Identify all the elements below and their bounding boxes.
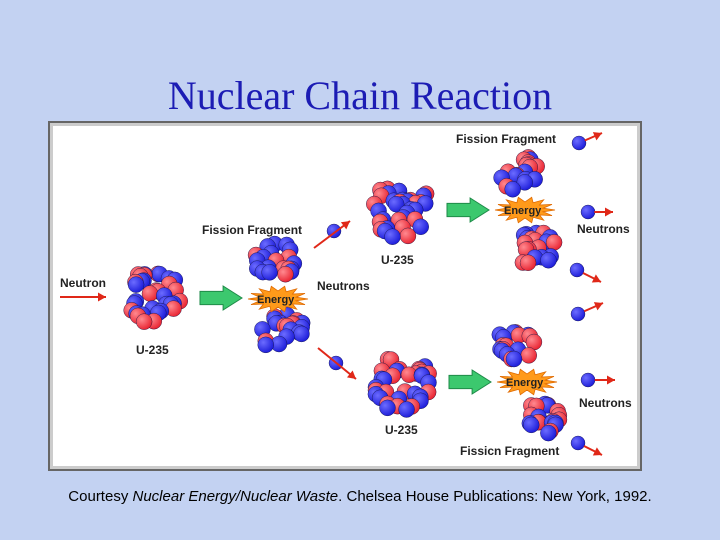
label-energy-mid: Energy [257,294,295,306]
source-caption: Courtesy Nuclear Energy/Nuclear Waste. C… [0,488,720,505]
label-neutron-incoming: Neutron [60,276,106,290]
label-neutrons-mid: Neutrons [317,279,370,293]
label-neutrons-lower: Neutrons [579,396,632,410]
label-energy-lower: Energy [506,377,544,389]
neutron-right-5-arrow [595,376,615,385]
chain-reaction-diagram: Neutron U-235 Fission Fragment Neutrons … [48,121,642,471]
label-energy-upper: Energy [504,205,542,217]
label-fission-fragment-bottom: Fissicn Fragment [460,444,559,458]
neutron-right-6 [571,436,585,450]
neutron-right-6-arrow [584,446,602,455]
fission-fragment-top-upper [494,149,545,197]
incoming-neutron-arrow [60,293,106,302]
neutron-right-3 [570,263,584,277]
u235-nucleus-lower [368,351,437,417]
u235-nucleus-upper [366,181,434,245]
neutron-right-1-arrow [585,132,602,140]
fission-fragment-bottom-upper [492,324,542,367]
label-u235-upper: U-235 [381,253,414,267]
neutron-right-4-arrow [584,302,603,311]
caption-source-title: Nuclear Energy/Nuclear Waste [133,488,339,505]
label-neutrons-upper: Neutrons [577,222,630,236]
fission-fragment-mid-lower [254,307,310,353]
energy-arrow-upper [447,198,489,222]
caption-prefix: Courtesy [68,488,132,505]
caption-suffix: . Chelsea House Publications: New York, … [338,488,652,505]
slide-title: Nuclear Chain Reaction [0,72,720,119]
neutron-right-2-arrow [594,208,613,217]
neutron-right-3-arrow [583,273,601,282]
label-u235-first: U-235 [136,343,169,357]
fission-fragment-top-lower [515,225,562,271]
neutron-right-4 [571,307,585,321]
label-fission-fragment-top: Fission Fragment [456,132,556,146]
diagram-canvas: Neutron U-235 Fission Fragment Neutrons … [50,123,644,473]
energy-arrow-mid [200,286,242,310]
energy-arrow-lower [449,370,491,394]
neutron-right-5 [581,373,595,387]
u235-nucleus-first [124,266,188,330]
label-fission-fragment-mid: Fission Fragment [202,223,302,237]
fission-fragment-mid-upper [248,236,302,282]
neutron-right-2 [581,205,595,219]
fission-fragment-bottom-lower [522,396,567,441]
label-u235-lower: U-235 [385,423,418,437]
neutron-arrow-mid-lower [318,348,356,379]
neutron-right-1 [572,136,586,150]
